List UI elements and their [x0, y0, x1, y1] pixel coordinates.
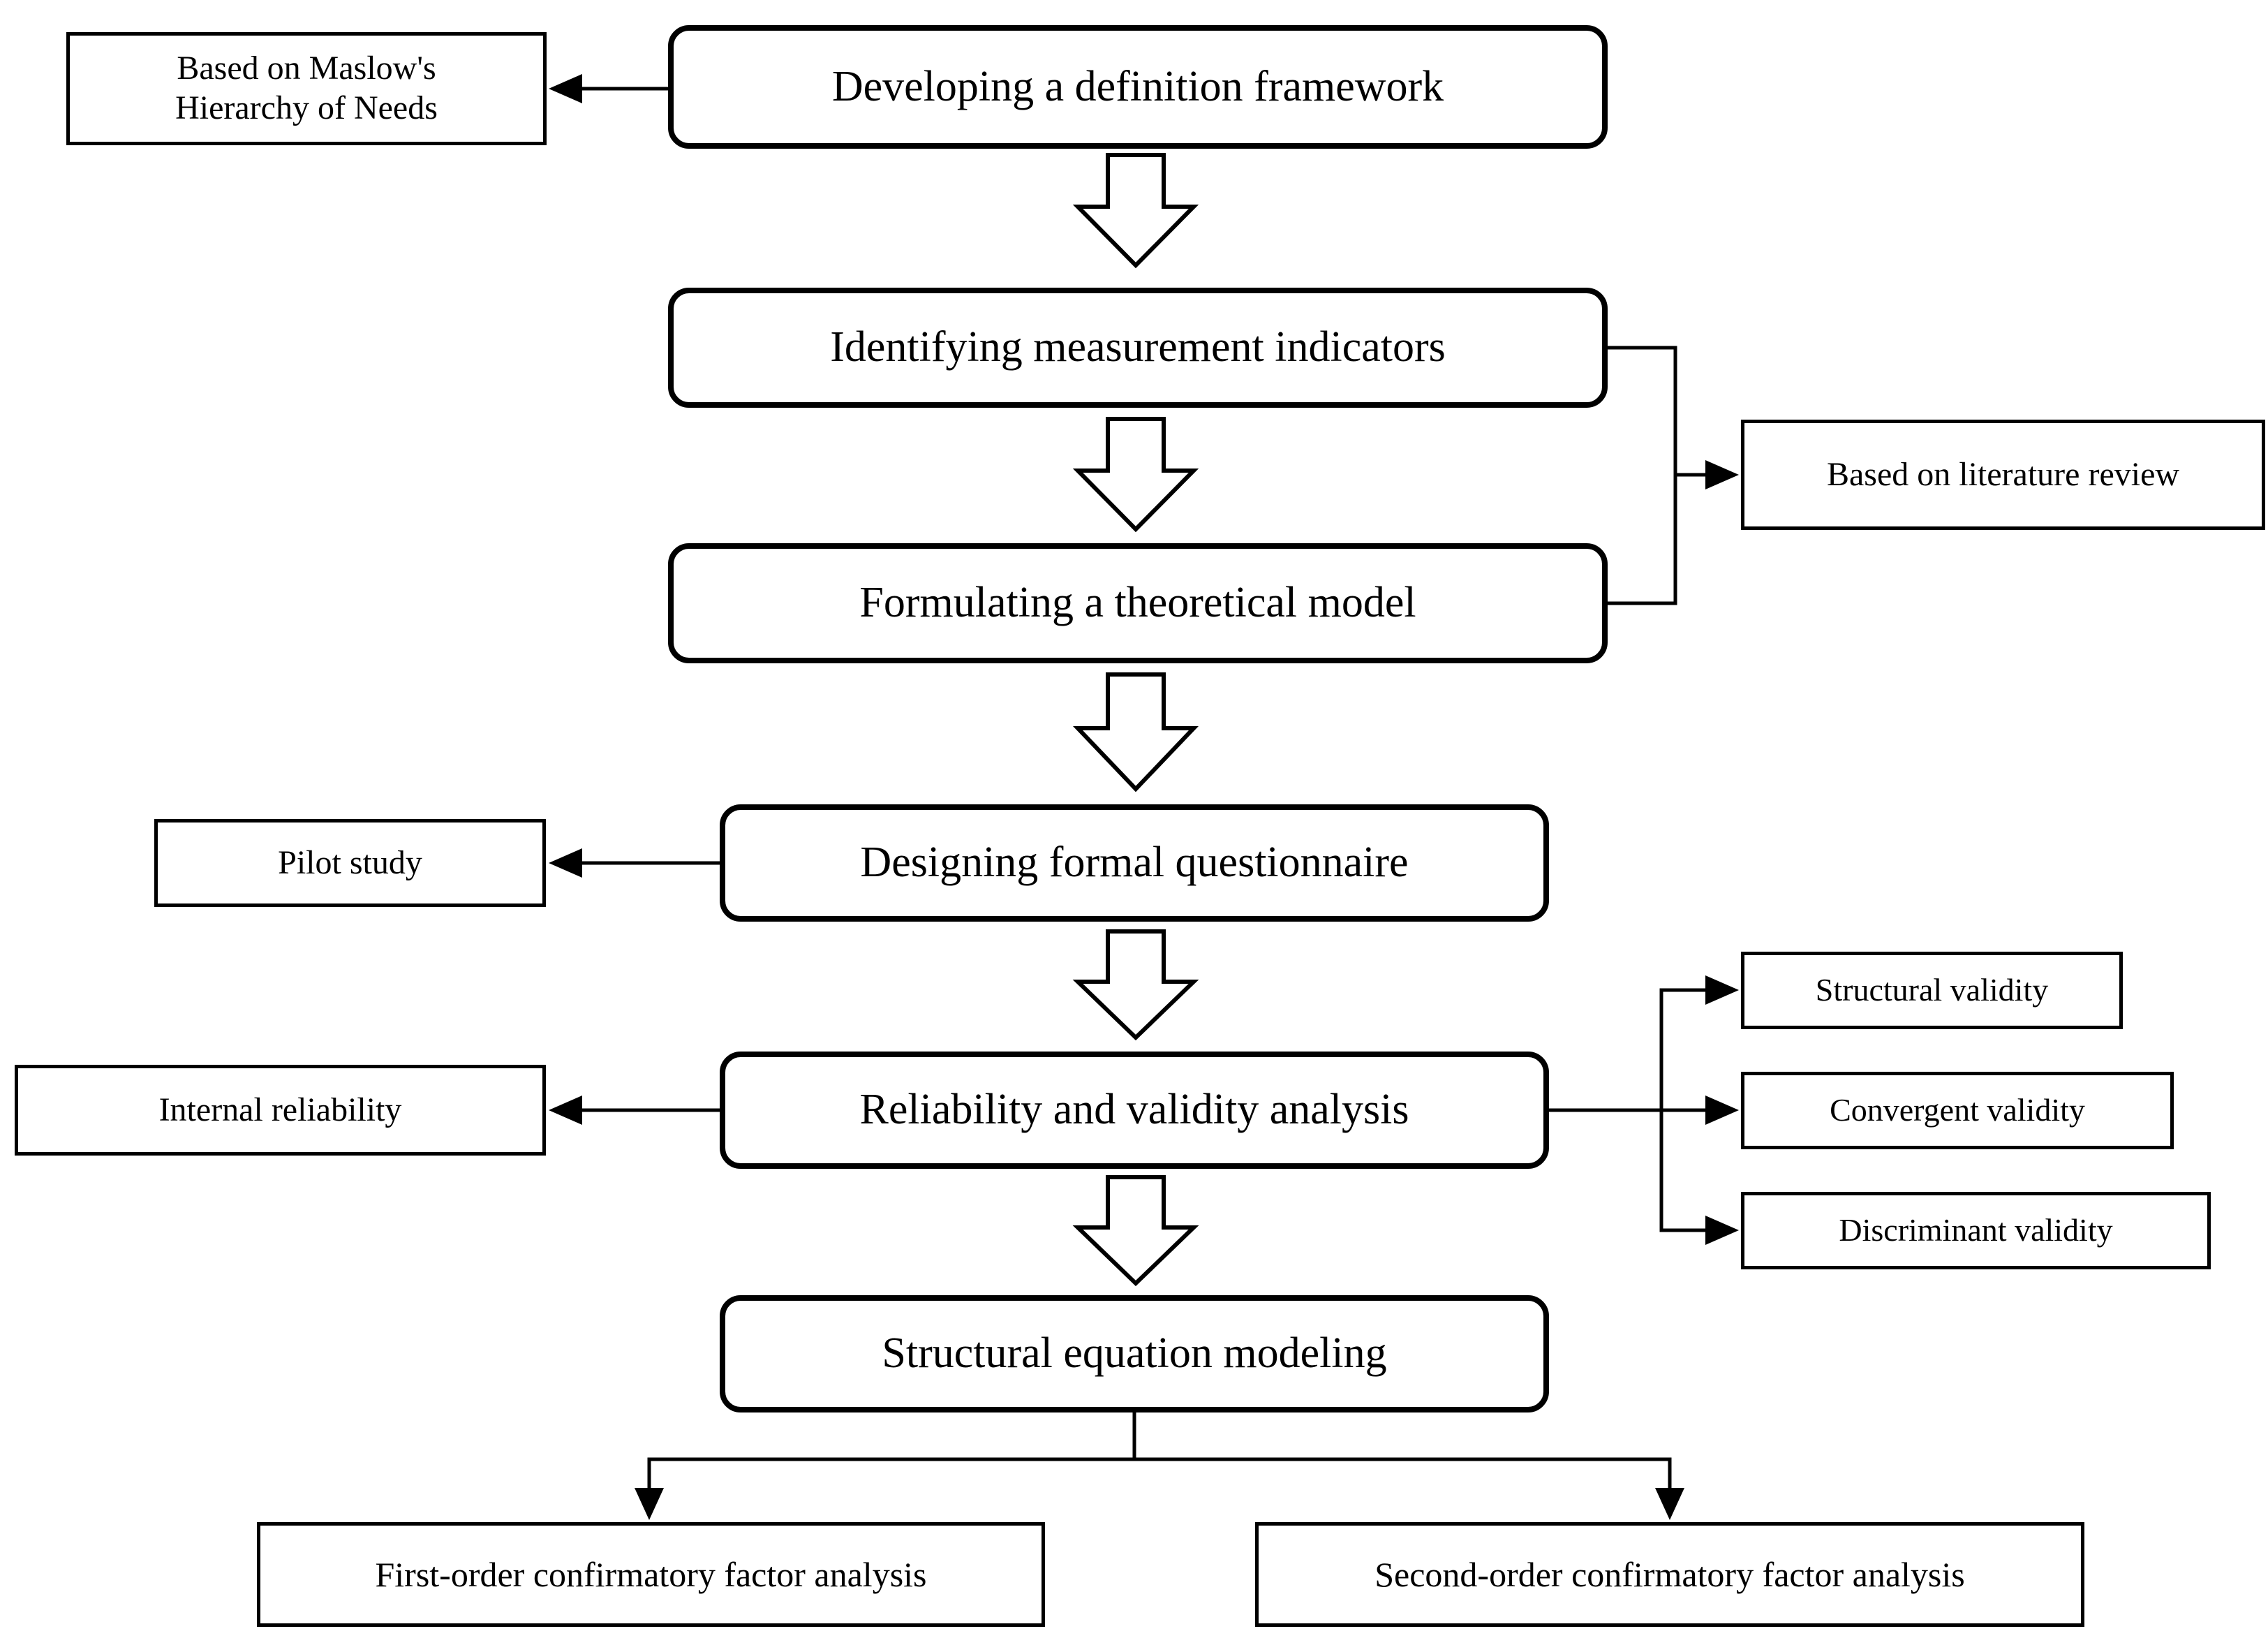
node-discriminant-validity: Discriminant validity [1741, 1192, 2211, 1269]
node-based-on-literature-review: Based on literature review [1741, 420, 2265, 530]
connector-developing-to-maslow [549, 74, 668, 103]
node-structural-equation-modeling: Structural equation modeling [720, 1295, 1549, 1412]
node-identifying-measurement-indicators-label: Identifying measurement indicators [830, 323, 1446, 371]
node-identifying-measurement-indicators: Identifying measurement indicators [668, 288, 1608, 408]
node-developing-definition-framework-label: Developing a definition framework [831, 62, 1444, 110]
node-discriminant-validity-label: Discriminant validity [1839, 1212, 2113, 1248]
node-structural-validity-label: Structural validity [1815, 972, 2049, 1008]
node-developing-definition-framework: Developing a definition framework [668, 25, 1608, 149]
connector-sem-to-cfa [635, 1412, 1684, 1520]
node-based-on-literature-review-label: Based on literature review [1826, 455, 2180, 493]
connector-designing-to-pilot [549, 848, 720, 878]
block-arrow-down-4 [1072, 929, 1199, 1041]
node-formulating-theoretical-model: Formulating a theoretical model [668, 543, 1608, 663]
node-convergent-validity: Convergent validity [1741, 1072, 2174, 1149]
block-arrow-down-1 [1072, 153, 1199, 269]
node-convergent-validity-label: Convergent validity [1830, 1092, 2085, 1128]
node-formulating-theoretical-model-label: Formulating a theoretical model [859, 579, 1416, 627]
node-internal-reliability: Internal reliability [15, 1065, 546, 1156]
node-second-order-cfa: Second-order confirmatory factor analysi… [1255, 1522, 2084, 1627]
node-designing-formal-questionnaire: Designing formal questionnaire [720, 804, 1549, 922]
node-reliability-validity-analysis: Reliability and validity analysis [720, 1052, 1549, 1169]
node-designing-formal-questionnaire-label: Designing formal questionnaire [860, 839, 1409, 887]
connector-reliability-to-internal [549, 1096, 720, 1125]
node-first-order-cfa-label: First-order confirmatory factor analysis [375, 1554, 927, 1594]
node-pilot-study: Pilot study [154, 819, 546, 907]
node-based-on-maslow-line2: Hierarchy of Needs [175, 89, 438, 126]
node-based-on-maslow: Based on Maslow's Hierarchy of Needs [66, 32, 547, 145]
node-pilot-study-label: Pilot study [278, 843, 422, 881]
node-based-on-maslow-line1: Based on Maslow's [177, 50, 436, 87]
node-internal-reliability-label: Internal reliability [158, 1091, 402, 1128]
node-structural-validity: Structural validity [1741, 952, 2123, 1029]
block-arrow-down-5 [1072, 1175, 1199, 1287]
block-arrow-down-3 [1072, 672, 1199, 792]
node-second-order-cfa-label: Second-order confirmatory factor analysi… [1374, 1554, 1965, 1594]
connector-to-literature-review [1608, 346, 1739, 605]
connector-reliability-to-validities [1549, 975, 1739, 1245]
block-arrow-down-2 [1072, 417, 1199, 533]
node-structural-equation-modeling-label: Structural equation modeling [882, 1329, 1387, 1378]
node-reliability-validity-analysis-label: Reliability and validity analysis [859, 1086, 1409, 1134]
node-first-order-cfa: First-order confirmatory factor analysis [257, 1522, 1045, 1627]
